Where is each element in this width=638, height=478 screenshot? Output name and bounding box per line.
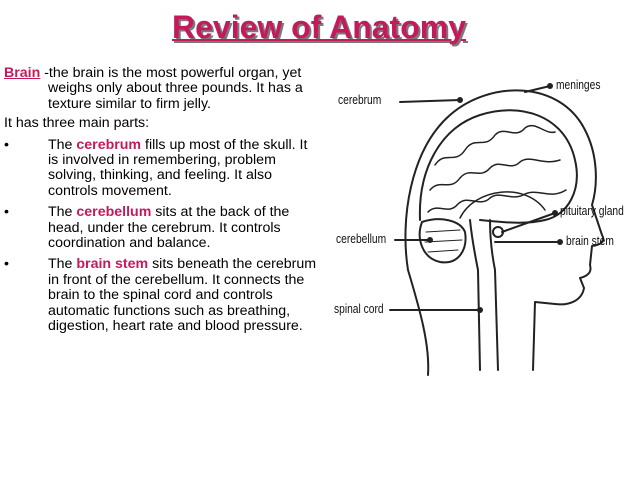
body-text: Brain -the brain is the most powerful or… (4, 65, 319, 335)
brain-illustration (389, 83, 605, 376)
pituitary-line (501, 212, 556, 233)
bullet-prefix: The (48, 136, 77, 153)
bullet-brain-stem: • The brain stem sits beneath the cerebr… (4, 257, 319, 334)
cerebrum-line (399, 99, 461, 103)
slide-title: Review of Anatomy (172, 9, 466, 45)
cerebellum-shape (418, 218, 467, 264)
bullet-prefix: The (48, 256, 77, 273)
cerebrum-term: cerebrum (76, 136, 142, 153)
bullet-symbol: • (4, 136, 9, 153)
head-outline (404, 89, 605, 371)
label-pituitary: pituitary gland (560, 204, 624, 218)
bullet-body: sits beneath the cerebrum in front of th… (48, 256, 317, 335)
neck-back (407, 269, 430, 376)
cerebellum-term: cerebellum (76, 204, 152, 221)
bullet-symbol: • (4, 256, 9, 273)
brain-definition-text: -the brain is the most powerful organ, y… (40, 65, 303, 112)
bullet-cerebrum: • The cerebrum fills up most of the skul… (4, 136, 319, 200)
brain-definition: Brain -the brain is the most powerful or… (4, 65, 319, 112)
parts-intro: It has three main parts: (4, 115, 150, 132)
brain-diagram: cerebrum meninges pituitary gland cerebe… (330, 70, 630, 390)
bullet-cerebellum: • The cerebellum sits at the back of the… (4, 205, 319, 251)
brain-outline (418, 109, 578, 224)
brain-term: Brain (4, 65, 41, 81)
bullet-prefix: The (48, 204, 77, 221)
bullet-symbol: • (4, 204, 9, 221)
brain-stem-term: brain stem (76, 256, 149, 273)
label-cerebellum: cerebellum (336, 232, 387, 246)
label-cerebrum: cerebrum (338, 93, 382, 107)
brainstem-shape (469, 219, 481, 371)
label-brain-stem: brain stem (566, 234, 614, 248)
meninges-line (524, 85, 551, 93)
label-spinal-cord: spinal cord (334, 302, 384, 316)
bullet-body: fills up most of the skull. It is involv… (48, 136, 308, 199)
bullet-body: sits at the back of the head, under the … (48, 204, 290, 252)
label-meninges: meninges (556, 78, 601, 92)
